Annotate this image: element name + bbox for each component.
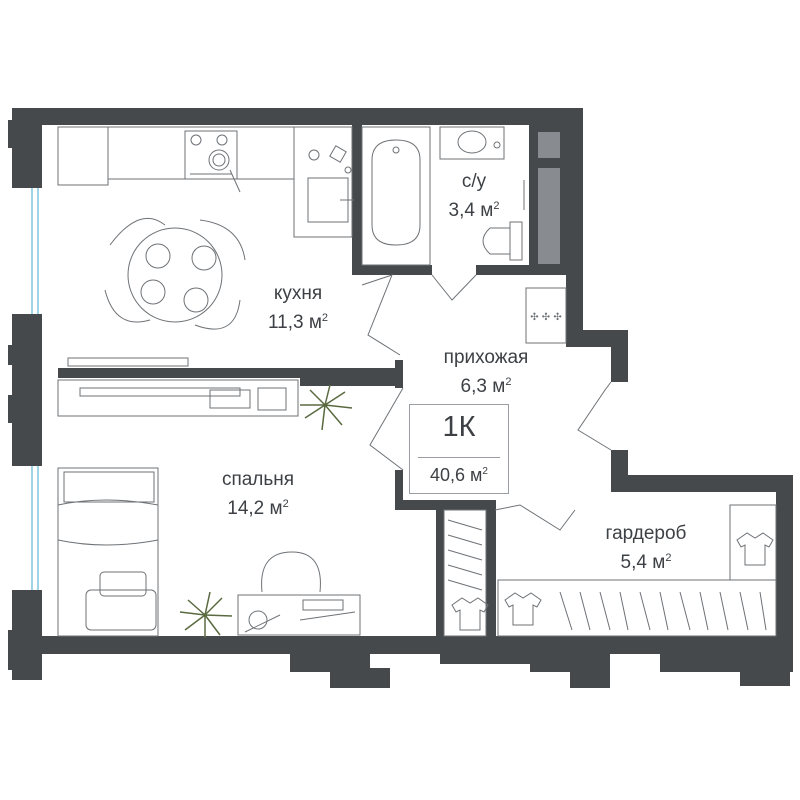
apartment-type: 1К xyxy=(442,411,476,443)
bathtub-icon xyxy=(361,126,431,266)
plant-icon xyxy=(179,384,353,638)
kitchen-furniture xyxy=(57,126,354,367)
room-label-bedroom: спальня 14,2 м2 xyxy=(221,469,295,519)
room-name: спальня xyxy=(221,469,295,490)
desk-icon xyxy=(237,551,361,636)
room-name: с/у xyxy=(461,171,487,192)
tshirt-icon xyxy=(451,532,774,631)
bed-icon xyxy=(57,467,159,637)
room-area: 11,3 м xyxy=(267,312,322,333)
bathroom-shaft xyxy=(538,132,560,264)
badge-divider xyxy=(418,457,500,458)
stove-icon xyxy=(184,130,238,180)
windows xyxy=(31,188,39,590)
room-label-wardrobe: гардероб 5,4 м2 xyxy=(605,523,687,573)
room-name: кухня xyxy=(273,283,323,304)
room-label-bathroom: с/у 3,4 м2 xyxy=(448,171,500,221)
room-label-hallway: прихожая 6,3 м2 xyxy=(443,347,529,397)
exterior-walls xyxy=(8,108,793,688)
hallway-cabinet: ✣ ✣ ✣ xyxy=(525,287,567,344)
apartment-summary-badge: 1К 40,6 м2 xyxy=(409,404,509,494)
washbasin-icon xyxy=(439,126,505,160)
dining-table-icon xyxy=(104,217,246,330)
room-area: 3,4 м xyxy=(448,200,494,221)
sink-icon xyxy=(307,177,354,223)
room-name: прихожая xyxy=(443,347,529,368)
door-swings xyxy=(361,274,612,531)
room-label-kitchen: кухня 11,3 м2 xyxy=(267,283,329,333)
room-area: 5,4 м xyxy=(620,552,666,573)
clothes-rail-icon xyxy=(443,504,777,637)
storage-shelf xyxy=(57,379,299,417)
room-area: 14,2 м xyxy=(227,498,283,519)
room-area: 6,3 м xyxy=(460,376,506,397)
room-name: гардероб xyxy=(605,523,687,544)
total-area: 40,6 м xyxy=(430,465,483,485)
toilet-icon xyxy=(482,221,523,261)
svg-text:✣ ✣ ✣: ✣ ✣ ✣ xyxy=(530,312,562,323)
